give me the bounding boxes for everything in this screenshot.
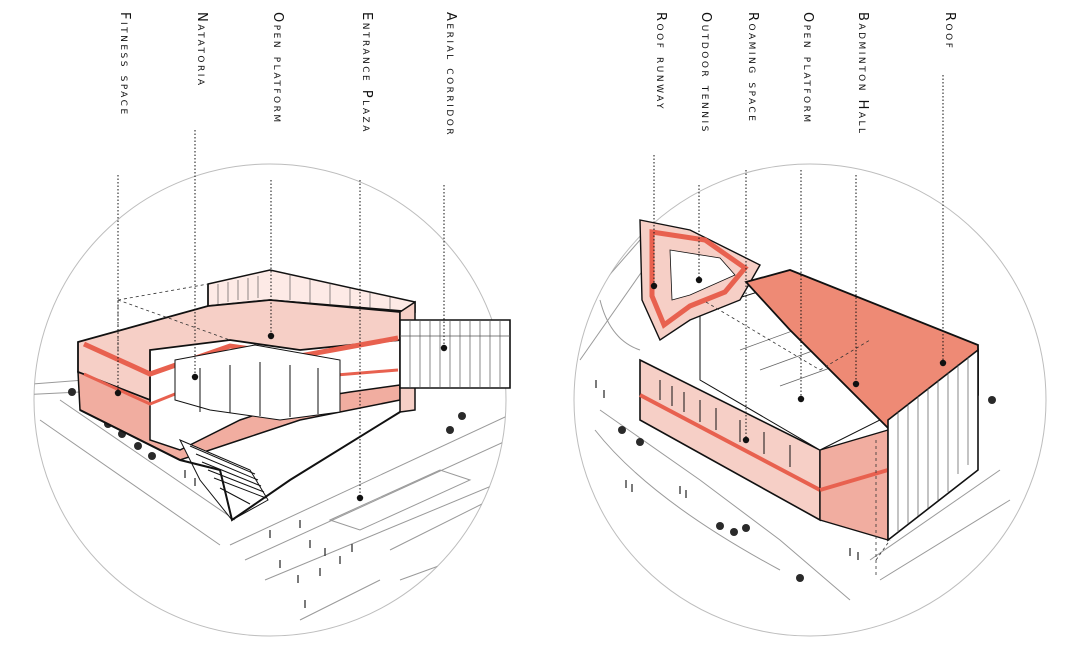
right-site-ground [574, 239, 1011, 601]
dot-fitness-space [114, 389, 122, 397]
label-roof-runway: Roof runway [653, 12, 668, 111]
label-open-platform-right: Open platform [800, 12, 815, 125]
label-aerial-corridor: Aerial corridor [443, 12, 458, 138]
label-open-platform-left: Open platform [270, 12, 285, 125]
dot-open-platform-left [267, 332, 275, 340]
dot-natatoria [191, 373, 199, 381]
label-outdoor-tennis: Outdoor tennis [698, 12, 713, 134]
leader-dots [114, 276, 947, 502]
label-natatoria: Natatoria [194, 12, 209, 88]
right-building [639, 219, 979, 575]
dot-open-platform-right [797, 395, 805, 403]
dot-roof [939, 359, 947, 367]
leader-lines [117, 75, 944, 498]
label-fitness-space: Fitness space [117, 12, 132, 117]
label-roaming-space: Roaming space [745, 12, 760, 124]
left-axonometric-view [33, 163, 511, 637]
dot-aerial-corridor [440, 344, 448, 352]
label-badminton-hall: Badminton Hall [855, 12, 870, 136]
dot-roaming-space [742, 436, 750, 444]
dot-outdoor-tennis [695, 276, 703, 284]
label-entrance-plaza: Entrance Plaza [359, 12, 374, 134]
label-roof: Roof [942, 12, 957, 51]
dot-entrance-plaza [356, 494, 364, 502]
dot-roof-runway [650, 282, 658, 290]
dot-badminton-hall [852, 380, 860, 388]
left-building [77, 269, 511, 522]
right-axonometric-view [573, 163, 1047, 637]
